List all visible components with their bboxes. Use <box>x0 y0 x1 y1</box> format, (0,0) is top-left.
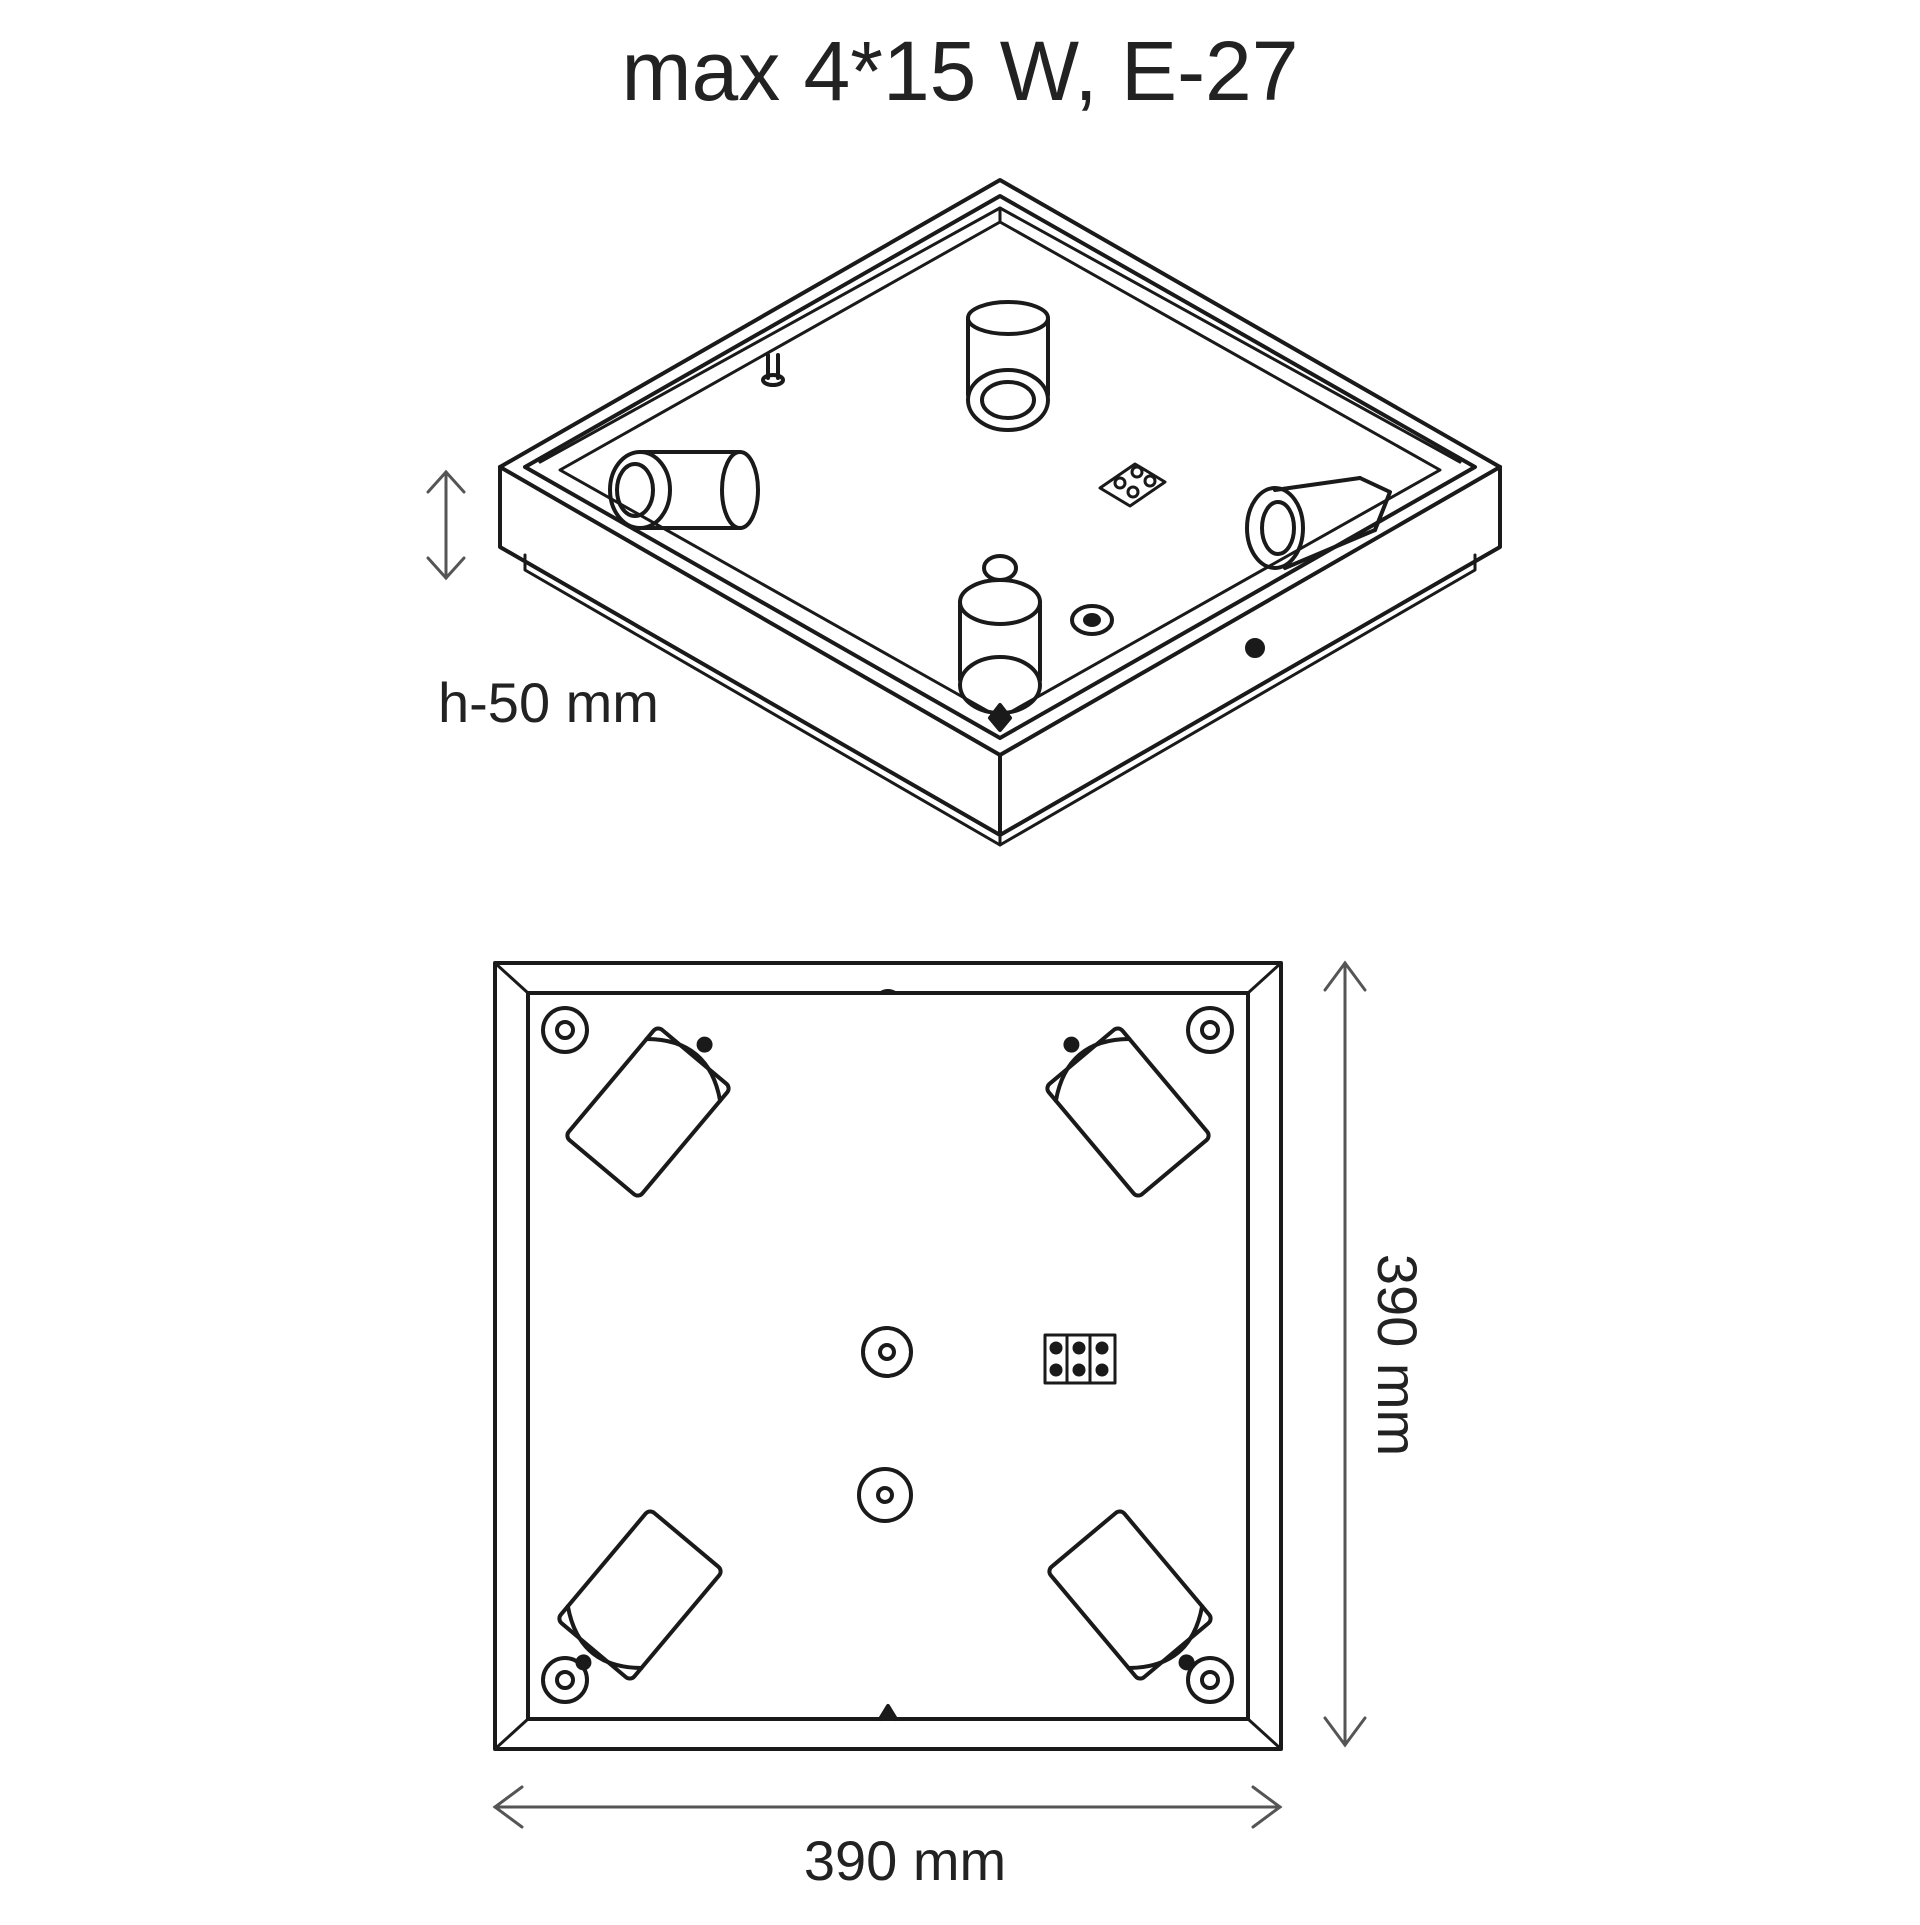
spot-top-left <box>565 1026 731 1198</box>
terminal-block <box>1098 462 1167 508</box>
corner-screw-bottom-right <box>1186 1656 1234 1704</box>
depth-label: 390 mm <box>1366 1254 1429 1456</box>
frame-outer-rim <box>498 178 1502 469</box>
plan-terminal-block <box>1043 1333 1117 1385</box>
isometric-view <box>498 178 1502 847</box>
width-dimension-arrow <box>492 1785 1283 1829</box>
width-label: 390 mm <box>804 1829 1006 1892</box>
socket-back <box>966 300 1050 432</box>
plan-outer-frame <box>493 961 1283 1751</box>
socket-left <box>608 450 760 530</box>
height-dimension-arrow <box>426 469 466 581</box>
center-screw-lower <box>857 1467 913 1523</box>
corner-screw-top-right <box>1186 1006 1234 1054</box>
center-screw-upper <box>861 1326 913 1378</box>
spot-bottom-right <box>1047 1509 1213 1681</box>
socket-front <box>958 554 1042 732</box>
plan-inner-frame <box>526 991 1250 1721</box>
depth-dimension-arrow <box>1323 960 1367 1748</box>
frame-front-left-side <box>498 465 1002 837</box>
spec-label: max 4*15 W, E-27 <box>622 24 1299 118</box>
corner-screw-bottom-left <box>541 1656 589 1704</box>
corner-screw-top-left <box>541 1006 589 1054</box>
frame-front-right-side <box>998 465 1502 837</box>
center-bolt <box>1070 604 1114 636</box>
plan-view <box>493 961 1283 1751</box>
height-label: h-50 mm <box>438 671 659 734</box>
cable-hole <box>1245 638 1265 658</box>
spot-top-right <box>1045 1026 1211 1198</box>
frame-inner-floor <box>558 220 1442 720</box>
spot-bottom-left <box>557 1509 723 1681</box>
mount-screw-back-left <box>761 353 785 387</box>
frame-inner-rim <box>523 194 1477 740</box>
socket-right <box>1245 476 1392 570</box>
